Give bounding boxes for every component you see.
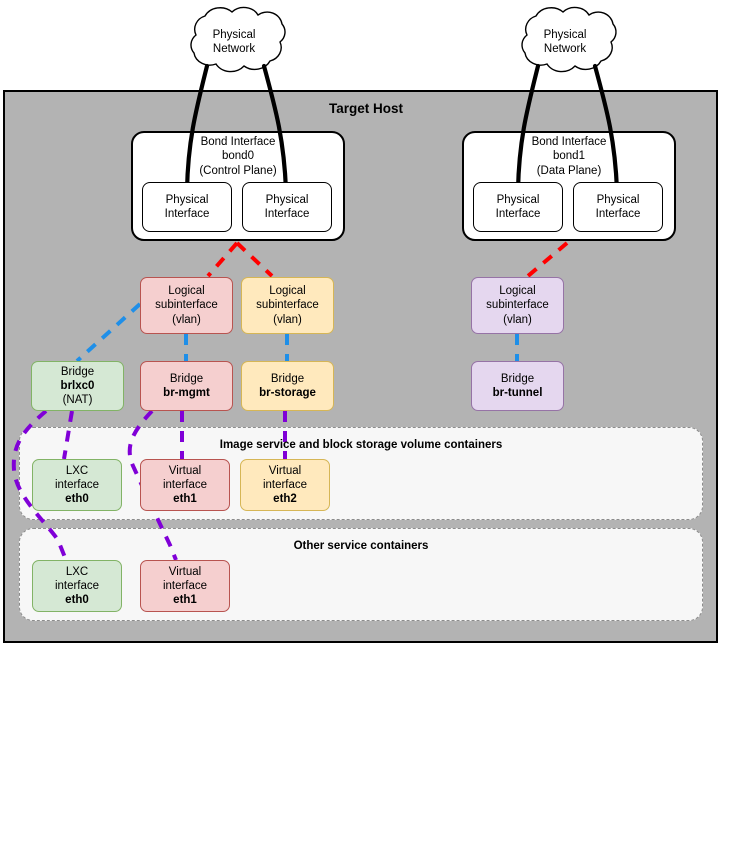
cloud-right-label: Physical Network — [511, 24, 619, 60]
bridge-br-mgmt-line1: Bridge — [169, 372, 204, 385]
c1-iface-eth0-line2: interface — [54, 478, 100, 491]
bridge-br-tunnel[interactable]: Bridge br-tunnel — [471, 361, 564, 411]
bond1-nic-0-line2: Interface — [495, 208, 541, 220]
subinterface-mgmt-line1: Logical — [168, 285, 205, 298]
c2-iface-eth0-line3: eth0 — [65, 594, 89, 606]
c1-iface-eth2-line1: Virtual — [268, 464, 302, 477]
c1-iface-eth2[interactable]: Virtual interface eth2 — [240, 459, 330, 511]
subinterface-tunnel[interactable]: Logical subinterface (vlan) — [471, 277, 564, 334]
subinterface-tunnel-line1: Logical — [499, 285, 536, 298]
subinterface-tunnel-line2: subinterface — [486, 299, 549, 312]
target-host-title: Target Host — [328, 101, 403, 116]
bond0-line3: (Control Plane) — [199, 164, 277, 177]
cloud-left-line1: Physical — [212, 28, 256, 41]
cloud-right-line1: Physical — [543, 28, 587, 41]
c1-iface-eth2-line3: eth2 — [273, 493, 297, 505]
c1-iface-eth1-line2: interface — [162, 478, 208, 491]
cloud-right-line2: Network — [543, 43, 587, 55]
c2-iface-eth1[interactable]: Virtual interface eth1 — [140, 560, 230, 612]
bridge-br-mgmt-line2: br-mgmt — [163, 387, 210, 399]
bond0-nic-1-line1: Physical — [265, 193, 309, 206]
subinterface-mgmt-line3: (vlan) — [172, 313, 201, 326]
c1-iface-eth0[interactable]: LXC interface eth0 — [32, 459, 122, 511]
bridge-brlxc0[interactable]: Bridge brlxc0 (NAT) — [31, 361, 124, 411]
bond0-label: Bond Interface bond0 (Control Plane) — [131, 135, 345, 178]
bond0-nic-0-line2: Interface — [164, 208, 210, 220]
bridge-br-storage[interactable]: Bridge br-storage — [241, 361, 334, 411]
c2-iface-eth1-line3: eth1 — [173, 594, 197, 606]
bridge-br-tunnel-line2: br-tunnel — [492, 387, 543, 399]
bond1-nic-0[interactable]: Physical Interface — [473, 182, 563, 232]
bond1-line1: Bond Interface — [531, 136, 607, 148]
bridge-br-tunnel-line1: Bridge — [500, 372, 535, 385]
bond0-nic-0-line1: Physical — [165, 193, 209, 206]
bond0-line2: bond0 — [222, 150, 254, 163]
subinterface-storage-line1: Logical — [269, 285, 306, 298]
bridge-br-mgmt[interactable]: Bridge br-mgmt — [140, 361, 233, 411]
bond1-label: Bond Interface bond1 (Data Plane) — [462, 135, 676, 178]
bond1-line3: (Data Plane) — [536, 164, 602, 177]
c2-iface-eth0[interactable]: LXC interface eth0 — [32, 560, 122, 612]
bond0-nic-1[interactable]: Physical Interface — [242, 182, 332, 232]
subinterface-storage-line2: subinterface — [256, 299, 319, 312]
bridge-brlxc0-line3: (NAT) — [62, 394, 93, 406]
image-and-block-storage-containers-title: Image service and block storage volume c… — [219, 439, 503, 451]
c2-iface-eth1-line1: Virtual — [168, 565, 202, 578]
cloud-left-line2: Network — [212, 43, 256, 55]
subinterface-storage[interactable]: Logical subinterface (vlan) — [241, 277, 334, 334]
legend: Container management network Management … — [0, 648, 732, 856]
bond0-line1: Bond Interface — [200, 136, 276, 148]
c1-iface-eth0-line1: LXC — [65, 464, 89, 477]
bridge-brlxc0-line2: brlxc0 — [60, 379, 95, 392]
subinterface-tunnel-line3: (vlan) — [503, 313, 532, 326]
c1-iface-eth1-line3: eth1 — [173, 493, 197, 505]
bond0-nic-0[interactable]: Physical Interface — [142, 182, 232, 232]
c1-iface-eth2-line2: interface — [262, 478, 308, 491]
bridge-br-storage-line1: Bridge — [270, 372, 305, 385]
subinterface-mgmt-line2: subinterface — [155, 299, 218, 312]
bond1-nic-1[interactable]: Physical Interface — [573, 182, 663, 232]
other-service-containers-title: Other service containers — [293, 540, 429, 552]
bond1-nic-0-line1: Physical — [496, 193, 540, 206]
bridge-br-storage-line2: br-storage — [259, 387, 316, 399]
c2-iface-eth1-line2: interface — [162, 579, 208, 592]
c1-iface-eth1[interactable]: Virtual interface eth1 — [140, 459, 230, 511]
c1-iface-eth1-line1: Virtual — [168, 464, 202, 477]
subinterface-storage-line3: (vlan) — [273, 313, 302, 326]
bond1-nic-1-line1: Physical — [596, 193, 640, 206]
c1-iface-eth0-line3: eth0 — [65, 493, 89, 505]
bridge-brlxc0-line1: Bridge — [60, 365, 95, 378]
bond1-line2: bond1 — [553, 150, 585, 163]
c2-iface-eth0-line2: interface — [54, 579, 100, 592]
subinterface-mgmt[interactable]: Logical subinterface (vlan) — [140, 277, 233, 334]
c2-iface-eth0-line1: LXC — [65, 565, 89, 578]
bond0-nic-1-line2: Interface — [264, 208, 310, 220]
bond1-nic-1-line2: Interface — [595, 208, 641, 220]
cloud-left-label: Physical Network — [180, 24, 288, 60]
